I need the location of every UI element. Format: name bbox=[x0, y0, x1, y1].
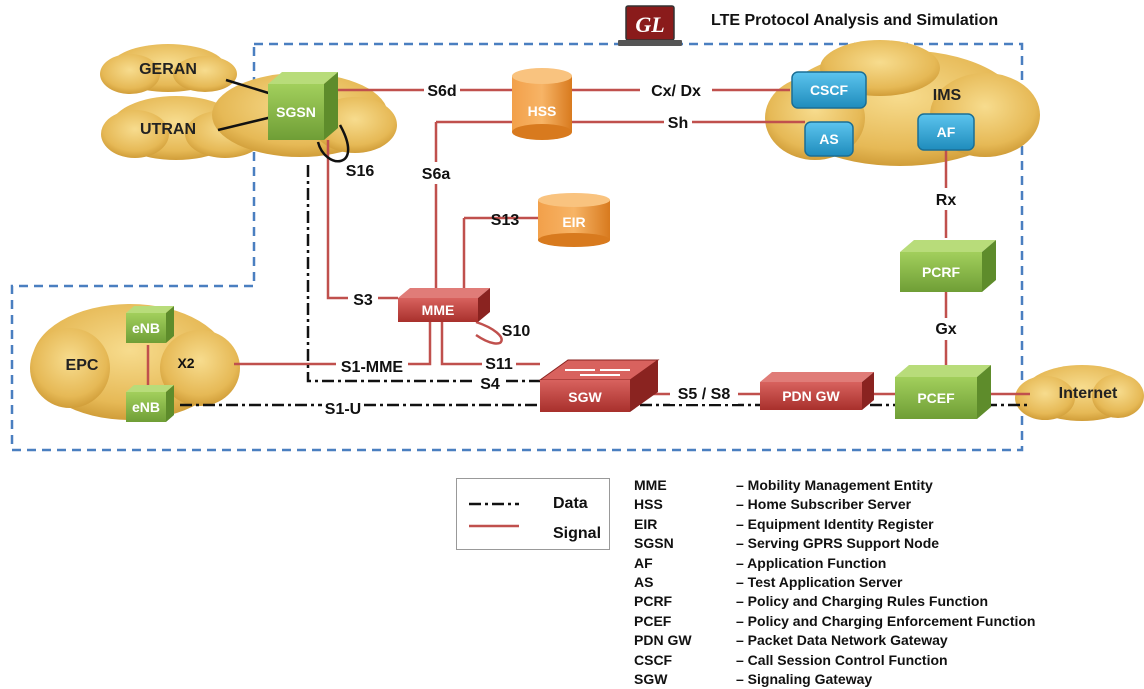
pdn-gw-node[interactable]: PDN GW bbox=[760, 372, 874, 410]
svg-text:AF: AF bbox=[937, 124, 956, 140]
label-s13: S13 bbox=[491, 212, 520, 229]
label-s3: S3 bbox=[353, 292, 373, 309]
svg-text:AS: AS bbox=[819, 131, 838, 147]
abbr-row: EIR– Equipment Identity Register bbox=[634, 515, 934, 532]
cscf-node[interactable]: CSCF bbox=[791, 71, 867, 109]
interface-labels: S6d Cx/ Dx Sh S16 S6a S13 Rx S3 S10 Gx X… bbox=[177, 80, 962, 418]
pcrf-node[interactable]: PCRF bbox=[900, 240, 996, 292]
sgw-node[interactable]: SGW bbox=[538, 359, 660, 412]
af-node[interactable]: AF bbox=[917, 113, 975, 151]
label-s6d: S6d bbox=[427, 83, 456, 100]
svg-text:eNB: eNB bbox=[132, 320, 160, 336]
svg-text:EIR: EIR bbox=[562, 214, 585, 230]
abbr-row: MME– Mobility Management Entity bbox=[634, 477, 933, 493]
label-s11: S11 bbox=[485, 356, 513, 373]
enb-top-node[interactable]: eNB bbox=[126, 306, 174, 343]
svg-text:PCRF: PCRF bbox=[922, 264, 961, 280]
abbr-row: PCRF– Policy and Charging Rules Function bbox=[634, 593, 989, 610]
svg-text:Internet: Internet bbox=[1059, 385, 1118, 402]
pcef-node[interactable]: PCEF bbox=[895, 365, 991, 419]
label-s16: S16 bbox=[346, 163, 375, 180]
label-s6a: S6a bbox=[422, 166, 451, 183]
gl-logo-icon: GL bbox=[618, 5, 682, 46]
sgsn-node[interactable]: SGSN bbox=[268, 72, 338, 140]
enb-bottom-node[interactable]: eNB bbox=[126, 385, 174, 422]
svg-text:CSCF: CSCF bbox=[810, 82, 849, 98]
hss-database[interactable]: HSS bbox=[512, 68, 572, 140]
abbr-row: AS– Test Application Server bbox=[634, 574, 903, 591]
black-links bbox=[217, 78, 350, 163]
svg-text:GL: GL bbox=[635, 12, 664, 37]
page-title: LTE Protocol Analysis and Simulation bbox=[711, 12, 999, 29]
svg-text:eNB: eNB bbox=[132, 399, 160, 415]
label-sh: Sh bbox=[668, 115, 688, 132]
epc-cloud: EPC bbox=[30, 304, 240, 420]
as-node[interactable]: AS bbox=[804, 121, 854, 157]
svg-text:IMS: IMS bbox=[933, 87, 962, 104]
legend: Data Signal bbox=[456, 478, 610, 550]
label-s10: S10 bbox=[502, 323, 531, 340]
internet-cloud: Internet bbox=[1015, 365, 1144, 421]
svg-text:HSS: HSS bbox=[528, 103, 557, 119]
label-s4: S4 bbox=[480, 376, 500, 393]
label-x2: X2 bbox=[177, 355, 194, 371]
abbr-row: CSCF– Call Session Control Function bbox=[634, 651, 948, 668]
mme-node[interactable]: MME bbox=[398, 288, 490, 322]
geran-cloud: GERAN bbox=[100, 44, 237, 94]
svg-text:EPC: EPC bbox=[66, 357, 99, 374]
svg-text:MME: MME bbox=[422, 302, 455, 318]
eir-database[interactable]: EIR bbox=[538, 193, 610, 247]
label-s5-s8: S5 / S8 bbox=[678, 386, 731, 403]
label-s1-u: S1-U bbox=[325, 401, 361, 418]
svg-text:PDN GW: PDN GW bbox=[782, 388, 840, 404]
svg-text:SGSN: SGSN bbox=[276, 104, 316, 120]
abbr-row: PCEF– Policy and Charging Enforcement Fu… bbox=[634, 612, 1036, 629]
abbreviation-list: MME– Mobility Management Entity HSS– Hom… bbox=[634, 476, 1035, 689]
legend-data-label: Data bbox=[553, 495, 588, 512]
network-boundary bbox=[10, 42, 1024, 452]
svg-text:UTRAN: UTRAN bbox=[140, 121, 196, 138]
abbr-row: HSS– Home Subscriber Server bbox=[634, 496, 912, 513]
svg-text:SGW: SGW bbox=[568, 389, 602, 405]
abbr-row: AF– Application Function bbox=[634, 554, 887, 571]
label-cx-dx: Cx/ Dx bbox=[651, 83, 701, 100]
abbr-row: SGW– Signaling Gateway bbox=[634, 671, 873, 688]
label-rx: Rx bbox=[936, 192, 957, 209]
svg-text:PCEF: PCEF bbox=[917, 390, 955, 406]
label-s1-mme: S1-MME bbox=[341, 359, 404, 376]
svg-text:GERAN: GERAN bbox=[139, 61, 197, 78]
legend-signal-label: Signal bbox=[553, 525, 602, 542]
label-gx: Gx bbox=[935, 321, 956, 338]
abbr-row: PDN GW– Packet Data Network Gateway bbox=[634, 632, 948, 649]
abbr-row: SGSN– Serving GPRS Support Node bbox=[634, 535, 940, 552]
